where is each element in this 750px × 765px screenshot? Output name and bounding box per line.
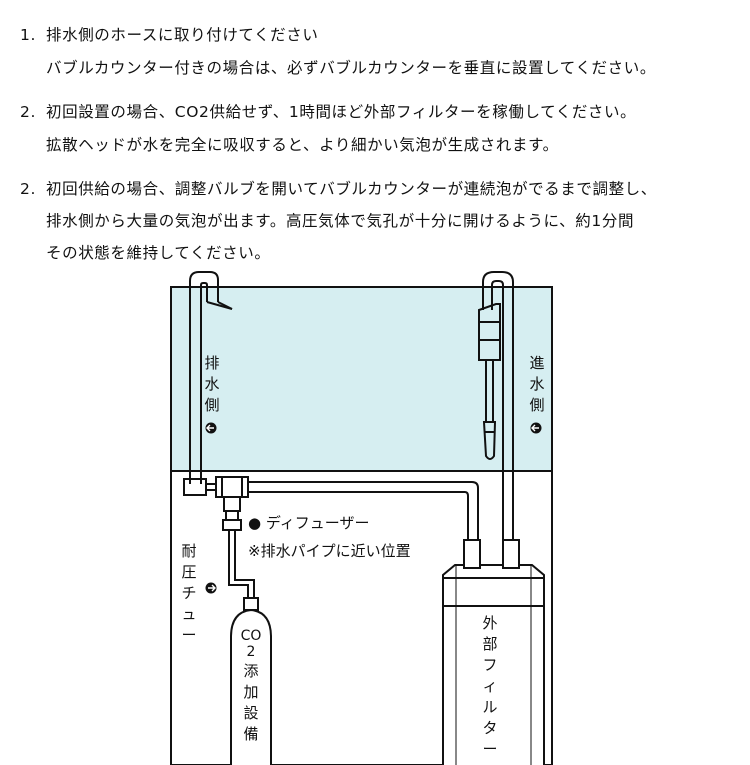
diffuser-label: ● ディフューザー [248,514,370,532]
step-2-number: 2. [20,103,36,121]
aquarium-tank [170,286,553,765]
aquarium-water [171,287,552,471]
outlet-char-1: 排 [204,354,219,372]
co2-char-2: 2 [247,644,256,660]
step-1-number: 1. [20,26,36,44]
diffuser-fitting [183,476,479,565]
tube-char-3: チ [181,584,196,602]
outlet-pipe [189,271,233,484]
inlet-side-label: 進 水 側 [529,354,545,434]
filter-char-5: ル [482,698,497,716]
filter-char-7: ー [482,740,497,758]
inlet-char-2: 水 [529,375,544,393]
external-filter-label: 外 部 フ ィ ル タ ー [482,614,497,758]
co2-cylinder [230,597,272,765]
step-1-line-2: バブルカウンター付きの場合は、必ずバブルカウンターを垂直に設置してください。 [46,59,656,77]
co2-char-1: CO [241,628,262,644]
tube-char-1: 耐 [181,542,196,560]
pressure-tube [228,530,255,600]
co2-char-5: 設 [243,704,258,722]
co2-char-4: 加 [243,683,258,701]
step-3-line-2: 排水側から大量の気泡が出ます。高圧気体で気孔が十分に開けるように、約1分間 [46,212,635,230]
step-1-line-1: 1.排水側のホースに取り付けてください [20,26,319,44]
external-filter [442,539,545,765]
inlet-pipe [478,271,514,565]
inlet-char-3: 側 [529,396,544,414]
co2-char-3: 添 [243,662,258,680]
tube-char-2: 圧 [181,563,196,581]
co2-char-6: 備 [243,725,258,743]
step-3-number: 2. [20,180,36,198]
filter-char-4: ィ [482,677,497,695]
inlet-char-1: 進 [529,354,544,372]
outlet-char-2: 水 [204,375,219,393]
filter-char-6: タ [482,719,497,737]
tube-char-5: ー [181,626,196,644]
outlet-side-label: 排 水 側 [204,354,220,434]
step-2-line-1: 2.初回設置の場合、CO2供給せず、1時間ほど外部フィルターを稼働してください。 [20,103,637,121]
diffuser-note: ※排水パイプに近い位置 [248,542,411,560]
filter-char-2: 部 [482,635,497,653]
filter-char-1: 外 [482,614,497,632]
outlet-char-3: 側 [204,396,219,414]
step-3-line-1: 2.初回供給の場合、調整バルブを開いてバブルカウンターが連続泡がでるまで調整し、 [20,180,657,198]
co2-equipment-label: CO 2 添 加 設 備 [241,628,262,743]
pressure-tube-label: 耐 圧 チ ュ ー [181,542,217,644]
step-3-line-3: その状態を維持してください。 [46,244,271,262]
tube-char-4: ュ [181,605,196,623]
filter-char-3: フ [482,656,497,674]
step-2-line-2: 拡散ヘッドが水を完全に吸収すると、より細かい気泡が生成されます。 [46,136,559,154]
